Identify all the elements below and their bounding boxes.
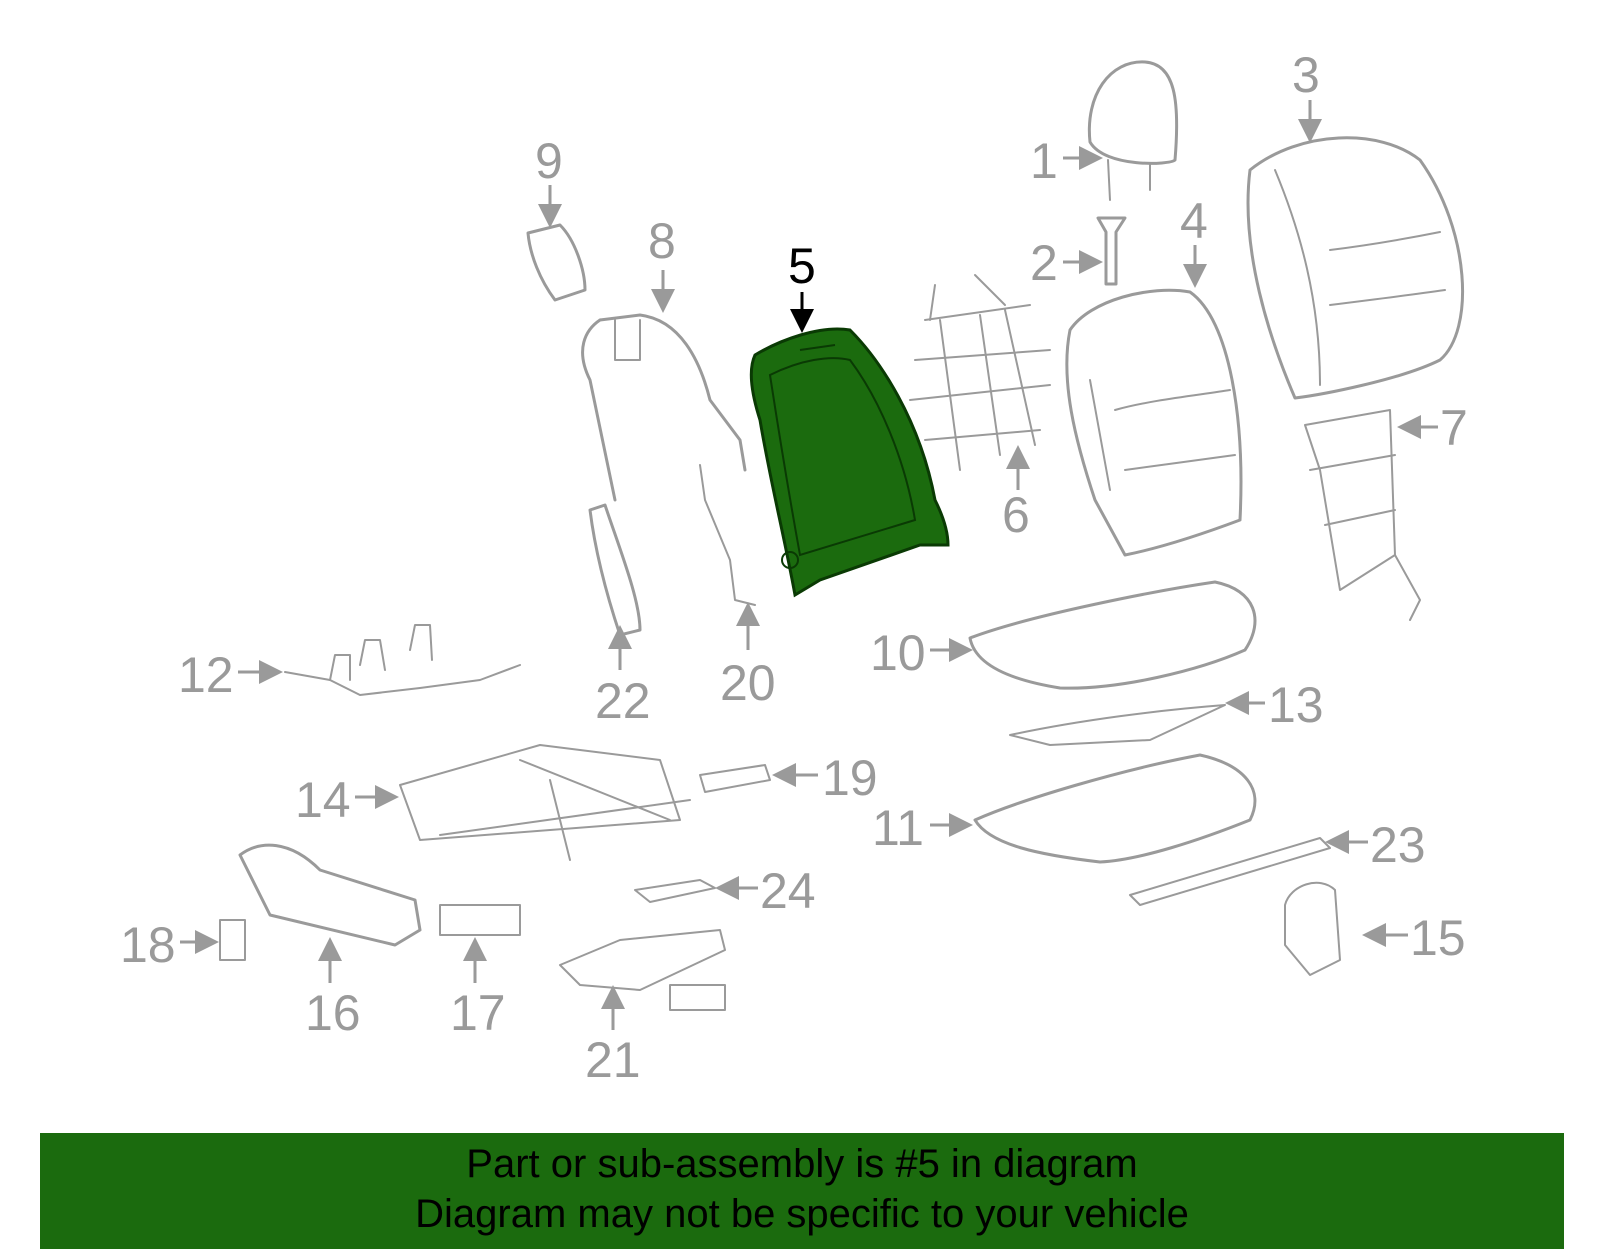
part-17-switch [439,904,521,936]
banner-line-part-number: Part or sub-assembly is #5 in diagram [466,1142,1138,1186]
callout-17: 17 [450,985,506,1041]
part-10-cushion-cover [968,580,1257,690]
callout-8: 8 [648,213,676,269]
callout-11: 11 [872,800,924,856]
callout-5: 5 [788,238,816,294]
part-3-back-cover [1246,136,1465,400]
part-24-trim [634,879,716,903]
callout-labels: 1 2 3 4 5 6 7 8 9 10 11 12 13 14 15 16 1… [120,47,1468,1088]
info-banner: Part or sub-assembly is #5 in diagram Di… [40,1133,1564,1249]
part-4-back-pad [1065,288,1243,557]
callout-22: 22 [595,673,651,729]
part-15-bracket [1284,881,1341,976]
callout-23: 23 [1370,817,1426,873]
part-9-bezel [526,223,587,302]
callout-10: 10 [870,625,926,681]
callout-1: 1 [1030,133,1058,189]
callout-12: 12 [178,647,234,703]
part-22-panel [588,503,642,637]
callout-14: 14 [295,772,351,828]
callout-13: 13 [1268,677,1324,733]
callout-3: 3 [1292,47,1320,103]
part-13-mat [1009,704,1226,746]
part-16-side-shield [238,843,422,947]
callout-6: 6 [1002,487,1030,543]
part-1-headrest [1087,60,1179,201]
part-18-knob [219,919,246,961]
part-14-track [399,744,691,861]
callout-arrows [180,100,1438,1030]
callout-9: 9 [535,133,563,189]
callout-18: 18 [120,917,176,973]
callout-21: 21 [585,1032,641,1088]
callout-20: 20 [720,655,776,711]
callout-15: 15 [1410,910,1466,966]
banner-line-disclaimer: Diagram may not be specific to your vehi… [415,1192,1189,1236]
part-7-heater-pad [1304,409,1421,621]
part-23-trim [1129,837,1331,906]
part-6-spring-mat [909,274,1051,471]
part-20-cable [699,464,756,606]
part-2-guide [1096,216,1127,286]
part-5-back-frame-highlighted [749,327,950,598]
callout-2: 2 [1030,235,1058,291]
part-8-frame-wire [581,313,747,502]
callout-16: 16 [305,985,361,1041]
part-12-spring [284,624,521,696]
part-21-motor [559,929,726,1011]
callout-7: 7 [1440,400,1468,456]
part-11-cushion-pad [973,753,1257,864]
part-19-cover [699,764,771,793]
callout-4: 4 [1180,193,1208,249]
callout-24: 24 [760,863,816,919]
callout-19: 19 [822,750,878,806]
